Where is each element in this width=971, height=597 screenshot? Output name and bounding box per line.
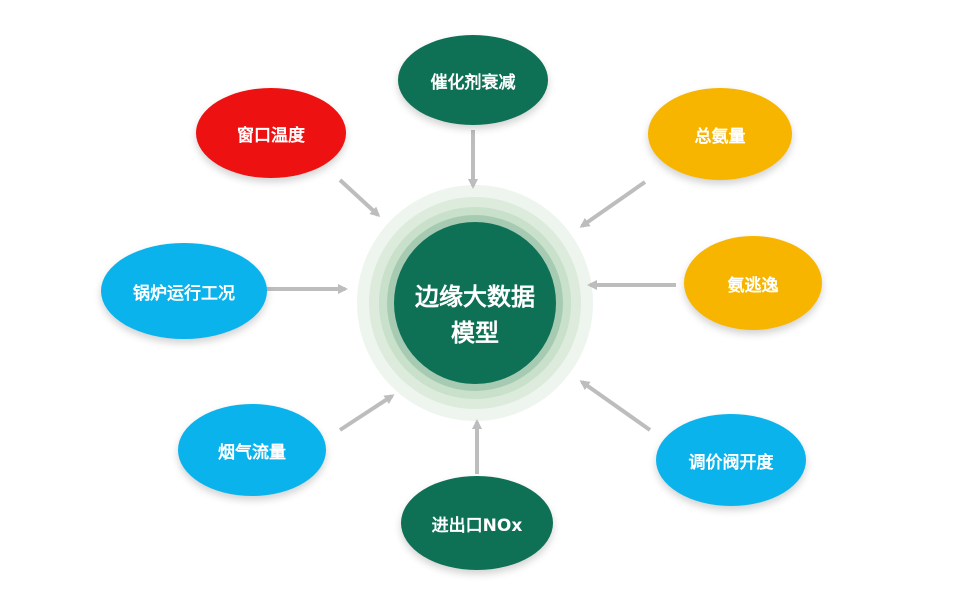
- node-boiler-label: 锅炉运行工况: [133, 283, 235, 304]
- node-boiler: 锅炉运行工况: [101, 243, 267, 339]
- arrow-valve: [579, 380, 652, 432]
- arrow-window-temp: [338, 178, 381, 218]
- arrows: [265, 130, 676, 474]
- node-window-temp: 窗口温度: [196, 88, 346, 178]
- hub-label-line2: 模型: [451, 319, 499, 347]
- node-ammonia-slip: 氨逃逸: [684, 236, 822, 330]
- node-catalyst-label: 催化剂衰减: [430, 72, 516, 93]
- node-valve: 调价阀开度: [656, 414, 806, 506]
- node-window-temp-label: 窗口温度: [237, 125, 305, 146]
- hub-circle: [394, 222, 556, 384]
- node-nox-label: 进出口NOx: [431, 515, 523, 536]
- node-flue-gas: 烟气流量: [178, 404, 326, 496]
- node-catalyst: 催化剂衰减: [398, 35, 548, 125]
- hub-label-line1: 边缘大数据: [415, 283, 535, 311]
- arrow-flue-gas: [338, 394, 395, 432]
- node-nox: 进出口NOx: [401, 476, 553, 570]
- arrow-total-ammonia: [579, 180, 647, 228]
- node-valve-label: 调价阀开度: [688, 452, 774, 473]
- hub-label: 边缘大数据 模型: [395, 255, 555, 375]
- node-flue-gas-label: 烟气流量: [218, 442, 286, 463]
- node-total-ammonia-label: 总氨量: [694, 126, 746, 147]
- node-ammonia-slip-label: 氨逃逸: [727, 275, 779, 296]
- node-total-ammonia: 总氨量: [648, 88, 792, 180]
